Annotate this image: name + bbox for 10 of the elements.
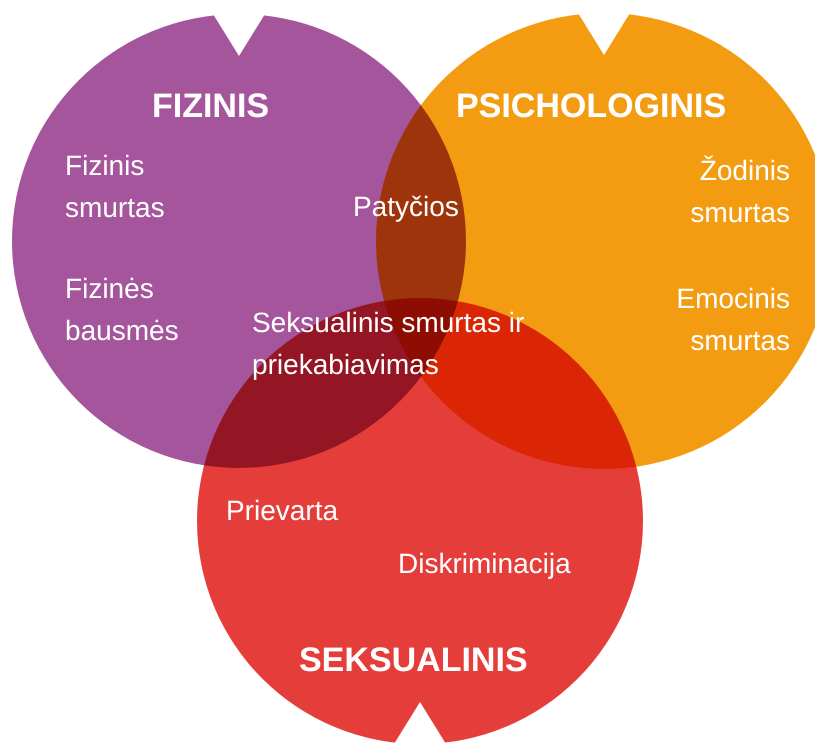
overlap-label: Seksualinis smurtas ir priekabiavimas — [252, 306, 526, 382]
category-item: Diskriminacija — [398, 547, 572, 581]
category-item: Emocinis smurtas — [675, 282, 790, 358]
category-item: Fizinės bausmės — [65, 272, 180, 348]
category-item: Prievarta — [226, 494, 340, 528]
category-item: Fizinis smurtas — [65, 149, 166, 225]
category-heading: FIZINIS — [152, 86, 270, 127]
category-heading: PSICHOLOGINIS — [456, 86, 728, 127]
category-heading: SEKSUALINIS — [299, 640, 529, 681]
category-item: Žodinis smurtas — [689, 154, 790, 230]
